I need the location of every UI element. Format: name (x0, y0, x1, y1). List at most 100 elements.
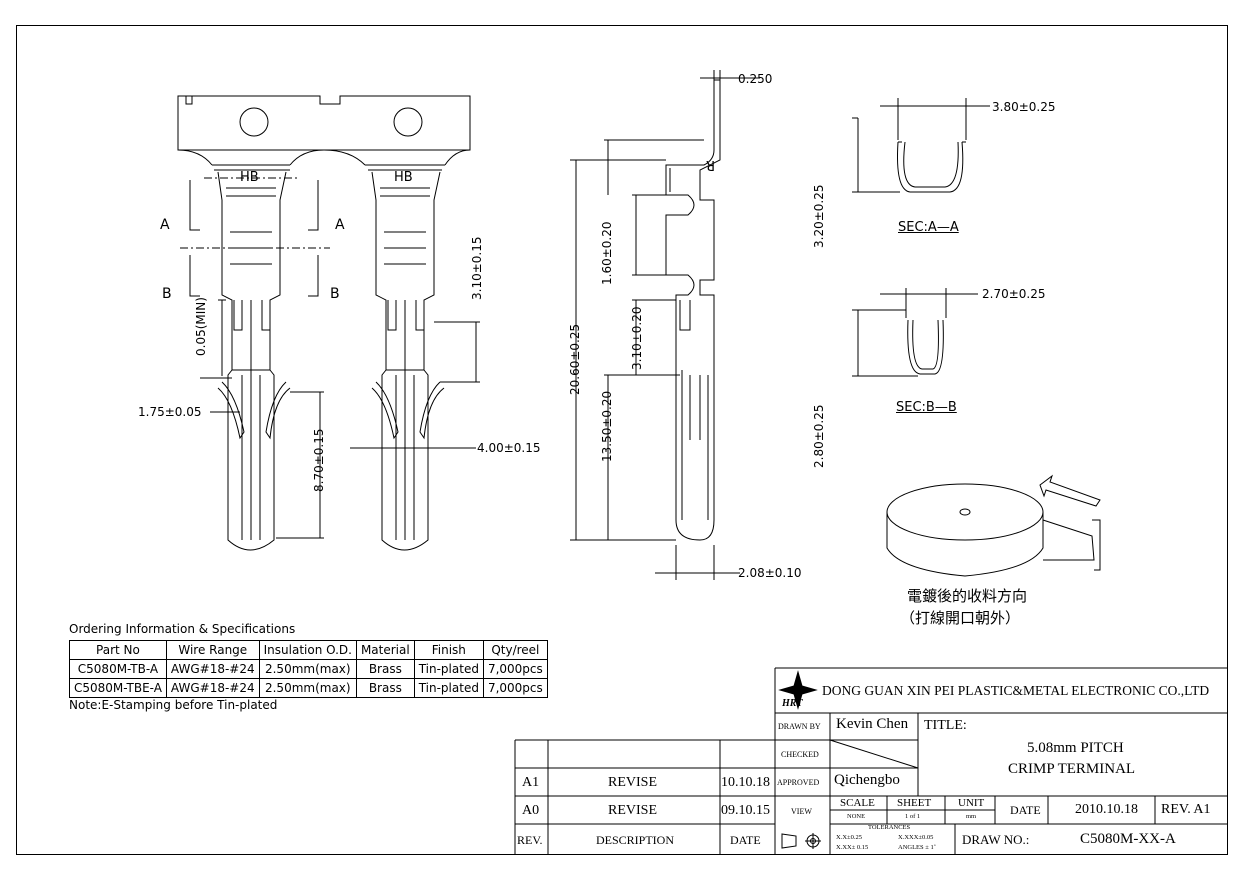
scale-label: SCALE (840, 797, 875, 809)
table-cell: AWG#18-#24 (165, 659, 260, 679)
ordering-table: Part No Wire Range Insulation O.D. Mater… (69, 640, 548, 698)
drawn-by-value: Kevin Chen (836, 716, 909, 732)
approved-label: APPROVED (777, 778, 820, 787)
section-aa-profile (897, 141, 966, 193)
r-mark: R (705, 157, 715, 172)
dim-310: 3.10±0.15 (470, 236, 484, 301)
dim-0250: 0.250 (738, 72, 773, 86)
dim-005: 0.05(MIN) (194, 297, 208, 356)
table-cell: 2.50mm(max) (258, 678, 357, 698)
checked-label: CHECKED (781, 750, 819, 759)
title-line1: 5.08mm PITCH (1027, 740, 1124, 756)
table-cell: C5080M-TB-A (69, 659, 167, 679)
table-row: C5080M-TBE-A AWG#18-#24 2.50mm(max) Bras… (69, 678, 548, 698)
tolerance-2: X.XX± 0.15 (836, 844, 869, 851)
dim-175: 1.75±0.05 (138, 405, 202, 419)
reel-note-line1: 電鍍後的收料方向 (907, 587, 1028, 605)
table-cell: C5080M-TBE-A (69, 678, 167, 698)
section-b-right-label: B (330, 286, 340, 302)
desc-header: DESCRIPTION (596, 833, 675, 847)
rev-date-cell: 09.10.15 (721, 803, 770, 818)
col-header: Insulation O.D. (258, 640, 357, 660)
drawing-frame (16, 25, 1228, 855)
table-cell: Brass (355, 678, 415, 698)
date-header: DATE (730, 833, 761, 847)
terminal-side-view (665, 79, 721, 541)
section-bb-profile (907, 319, 944, 375)
table-cell: 2.50mm(max) (258, 659, 357, 679)
rev-date-cell: 10.10.18 (721, 775, 770, 790)
tolerance-4: ANGLES ± 1˚ (898, 844, 936, 851)
section-bb-title: SEC:B—B (896, 400, 957, 415)
tolerance-1: X.X±0.25 (836, 834, 862, 841)
rev-desc-cell: REVISE (608, 803, 657, 818)
section-aa-title: SEC:A—A (898, 220, 959, 235)
col-header: Finish (413, 640, 484, 660)
sheet-label: SHEET (897, 797, 932, 809)
table-cell: 7,000pcs (482, 678, 548, 698)
dim-270: 2.70±0.25 (982, 287, 1046, 301)
tolerances-label: TOLERANCES (868, 824, 911, 831)
date-label: DATE (1010, 803, 1041, 817)
terminal-front-2 (365, 164, 445, 551)
dim-280: 2.80±0.25 (812, 404, 826, 469)
projection-symbol-icon (781, 833, 821, 849)
dimension-lines-right (852, 98, 990, 377)
unit-value: mm (966, 813, 977, 820)
stamp-mark-2: HB (394, 170, 413, 185)
ordering-title: Ordering Information & Specifications (69, 622, 296, 636)
dim-2060: 20.60±0.25 (568, 323, 582, 395)
sheet-value: 1 of 1 (905, 813, 921, 820)
dim-310-mid: 3.10±0.20 (630, 306, 644, 371)
dim-380: 3.80±0.25 (992, 100, 1056, 114)
ordering-note: Note:E-Stamping before Tin-plated (69, 698, 278, 712)
col-header: Material (355, 640, 415, 660)
rev-cell: A1 (522, 775, 540, 790)
col-header: Part No (69, 640, 167, 660)
reel-illustration (886, 474, 1101, 577)
table-row: C5080M-TB-A AWG#18-#24 2.50mm(max) Brass… (69, 659, 548, 679)
terminal-front-1 (212, 164, 291, 551)
col-header: Qty/reel (482, 640, 548, 660)
dim-320: 3.20±0.25 (812, 184, 826, 249)
ordering-header-row: Part No Wire Range Insulation O.D. Mater… (69, 640, 548, 660)
dim-160: 1.60±0.20 (600, 221, 614, 286)
company-name: DONG GUAN XIN PEI PLASTIC&METAL ELECTRON… (822, 683, 1210, 698)
date-value: 2010.10.18 (1075, 802, 1138, 817)
unit-label: UNIT (958, 797, 985, 809)
revision-value: REV. A1 (1161, 802, 1211, 817)
section-a-right-label: A (335, 217, 345, 233)
rev-header: REV. (517, 833, 543, 847)
table-cell: AWG#18-#24 (165, 678, 260, 698)
col-header: Wire Range (165, 640, 260, 660)
table-cell: 7,000pcs (482, 659, 548, 679)
tolerance-3: X.XXX±0.05 (898, 834, 934, 841)
title-line2: CRIMP TERMINAL (1008, 761, 1136, 777)
draw-no-value: C5080M-XX-A (1080, 831, 1176, 847)
title-label: TITLE: (924, 718, 967, 733)
scale-value: NONE (847, 813, 866, 820)
approved-by-value: Qichengbo (834, 772, 900, 788)
stamp-mark-1: HB (240, 170, 259, 185)
rev-desc-cell: REVISE (608, 775, 657, 790)
section-a-left-label: A (160, 217, 170, 233)
reel-note-line2: （打線開口朝外） (900, 609, 1021, 627)
section-lines (180, 177, 330, 297)
drawn-by-label: DRAWN BY (778, 722, 821, 731)
rev-cell: A0 (522, 803, 540, 818)
dimension-lines-left (200, 299, 480, 539)
carrier-strip (177, 95, 471, 166)
table-cell: Tin-plated (413, 678, 484, 698)
dim-870: 8.70±0.15 (312, 428, 326, 493)
dim-1350: 13.50±0.20 (600, 390, 614, 462)
view-label: VIEW (791, 807, 812, 816)
dim-400: 4.00±0.15 (477, 441, 541, 455)
dimension-lines-middle (570, 70, 760, 580)
title-block-lines (514, 667, 1228, 855)
section-b-left-label: B (162, 286, 172, 302)
dim-208: 2.08±0.10 (738, 566, 802, 580)
draw-no-label: DRAW NO.: (962, 832, 1030, 847)
table-cell: Brass (355, 659, 415, 679)
logo-text: HRT (782, 698, 803, 709)
